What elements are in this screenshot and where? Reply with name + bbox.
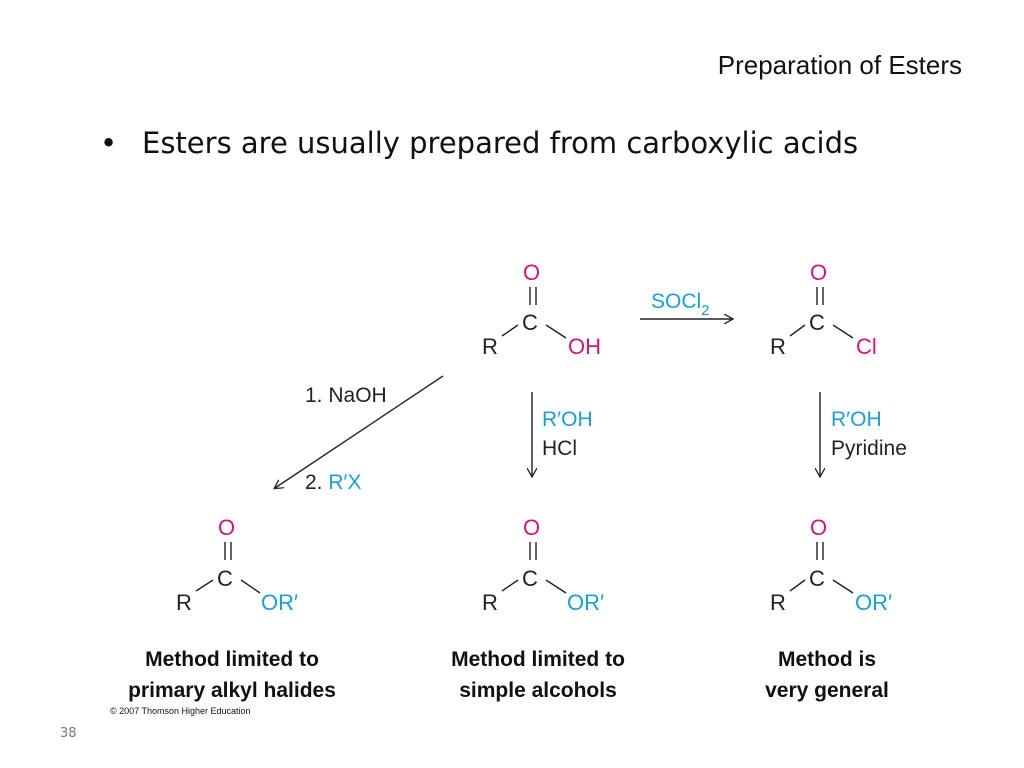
alkylation-arrow [275, 375, 444, 488]
bullet-dot-icon: • [100, 126, 118, 160]
rx-text: R′X [328, 471, 361, 494]
ester-middle-structure: O C R OR′ [482, 515, 604, 615]
copyright-notice: © 2007 Thomson Higher Education [110, 706, 251, 716]
ester-left-oxygen: O [218, 515, 235, 540]
rx-prefix: 2. [305, 471, 328, 494]
caption-right-line1: Method is [778, 648, 876, 671]
middle-reagent-hcl: HCl [542, 437, 577, 460]
ester-left-carbon: C [217, 566, 233, 591]
naoh-reagent: 1. NaOH [305, 384, 387, 407]
ester-middle-carbon: C [522, 566, 538, 591]
bullet-text: Esters are usually prepared from carboxy… [142, 126, 859, 160]
caption-left-line2: primary alkyl halides [128, 679, 336, 702]
slide-title: Preparation of Esters [717, 50, 962, 80]
acid-chloride-structure: O C R Cl [770, 260, 877, 359]
ester-right-oxygen: O [810, 515, 827, 540]
ester-right-r-bond [789, 579, 806, 592]
ester-right-alkoxy: OR′ [855, 590, 892, 615]
middle-reagent-alcohol: R′OH [542, 408, 593, 431]
bullet-point: • Esters are usually prepared from carbox… [100, 126, 858, 160]
carboxylic-acid-structure: O C R OH [482, 260, 601, 359]
ester-middle-alkoxy: OR′ [567, 590, 604, 615]
ester-right-carbon: C [809, 566, 825, 591]
socl2-text: SOCl [651, 290, 701, 313]
ester-middle-oxygen: O [523, 515, 540, 540]
caption-right-line2: very general [765, 679, 889, 702]
chloride-carbon: C [809, 310, 825, 335]
ester-middle-r-group: R [482, 590, 498, 615]
caption-middle-line1: Method limited to [451, 648, 625, 671]
caption-left-line1: Method limited to [145, 648, 319, 671]
socl2-reagent: SOCl2 [651, 290, 710, 319]
chloride-cl-bond [832, 324, 854, 339]
acid-oxygen: O [523, 260, 540, 285]
socl2-subscript: 2 [701, 302, 709, 319]
ester-right-r-group: R [770, 590, 786, 615]
acid-oh-bond [545, 324, 567, 339]
ester-left-r-bond [195, 579, 214, 592]
ester-middle-or-bond [545, 579, 567, 594]
ester-left-r-group: R [176, 590, 192, 615]
chloride-r-group: R [770, 334, 786, 359]
chloride-oxygen: O [810, 260, 827, 285]
ester-left-alkoxy: OR′ [261, 590, 298, 615]
chloride-chlorine: Cl [856, 334, 877, 359]
acid-r-bond [501, 324, 519, 337]
acid-hydroxyl: OH [568, 334, 601, 359]
rx-reagent: 2. R′X [305, 471, 361, 494]
page-number: 38 [60, 726, 77, 741]
ester-left-or-bond [240, 579, 261, 594]
caption-middle-line2: simple alcohols [459, 679, 617, 702]
right-reagent-pyridine: Pyridine [831, 437, 907, 460]
ester-middle-r-bond [501, 579, 519, 592]
chloride-r-bond [789, 324, 806, 337]
ester-right-or-bond [832, 579, 854, 594]
right-reagent-alcohol: R′OH [831, 408, 882, 431]
ester-left-structure: O C R OR′ [176, 515, 298, 615]
acid-r-group: R [482, 334, 498, 359]
acid-carbon: C [522, 310, 538, 335]
ester-right-structure: O C R OR′ [770, 515, 892, 615]
